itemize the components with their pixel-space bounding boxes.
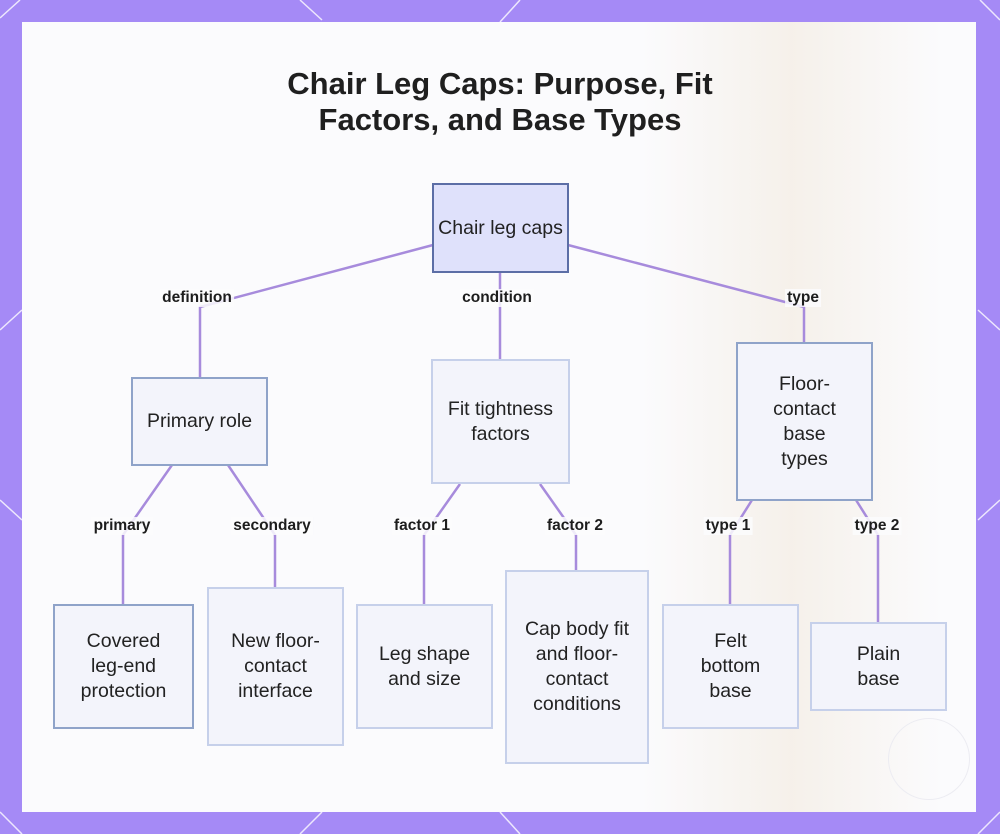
node-label: Fit tightness factors bbox=[447, 397, 554, 445]
edge-label-type: type bbox=[785, 289, 821, 307]
node-plain-base: Plain base bbox=[810, 622, 947, 711]
edge-primary bbox=[121, 464, 174, 605]
node-chair-leg-caps: Chair leg caps bbox=[432, 183, 569, 273]
node-floor-contact-base-types: Floor-contact base types bbox=[736, 342, 873, 501]
node-label: Plain base bbox=[856, 642, 901, 690]
node-label: New floor-contact interface bbox=[231, 630, 320, 702]
node-label: Cap body fit and floor-contact condition… bbox=[524, 618, 630, 715]
edge-type2 bbox=[854, 499, 880, 623]
edge-label-secondary: secondary bbox=[231, 517, 313, 535]
node-fit-tightness-factors: Fit tightness factors bbox=[431, 359, 570, 484]
edge-label-factor-2: factor 2 bbox=[545, 517, 605, 535]
edge-factor1 bbox=[422, 483, 462, 605]
watermark-stamp bbox=[888, 718, 970, 800]
node-label: Leg shape and size bbox=[378, 642, 471, 690]
title-line-2: Factors, and Base Types bbox=[318, 102, 682, 137]
edge-label-definition: definition bbox=[160, 289, 234, 307]
edge-label-type-2: type 2 bbox=[852, 517, 902, 535]
edge-definition bbox=[198, 243, 434, 378]
node-label: Covered leg-end protection bbox=[80, 630, 167, 702]
edge-secondary bbox=[226, 464, 277, 588]
node-new-floor-contact-interface: New floor-contact interface bbox=[207, 587, 344, 746]
title-line-1: Chair Leg Caps: Purpose, Fit bbox=[287, 66, 713, 101]
edge-label-type-1: type 1 bbox=[703, 517, 753, 535]
node-label: Floor-contact base types bbox=[773, 372, 836, 470]
edge-type bbox=[567, 243, 806, 343]
edge-type1 bbox=[728, 499, 754, 605]
edge-factor2 bbox=[538, 483, 578, 572]
edge-label-primary: primary bbox=[91, 517, 153, 535]
node-primary-role: Primary role bbox=[131, 377, 268, 466]
node-felt-bottom-base: Felt bottom base bbox=[662, 604, 799, 729]
node-leg-shape-and-size: Leg shape and size bbox=[356, 604, 493, 729]
node-label: Primary role bbox=[146, 410, 253, 432]
diagram-title: Chair Leg Caps: Purpose, Fit Factors, an… bbox=[0, 66, 1000, 138]
node-cap-body-fit: Cap body fit and floor-contact condition… bbox=[505, 570, 649, 764]
node-label: Chair leg caps bbox=[438, 216, 563, 239]
node-label: Felt bottom base bbox=[700, 630, 761, 702]
edge-label-condition: condition bbox=[460, 289, 534, 307]
edge-label-factor-1: factor 1 bbox=[392, 517, 452, 535]
node-covered-leg-end-protection: Covered leg-end protection bbox=[53, 604, 194, 729]
